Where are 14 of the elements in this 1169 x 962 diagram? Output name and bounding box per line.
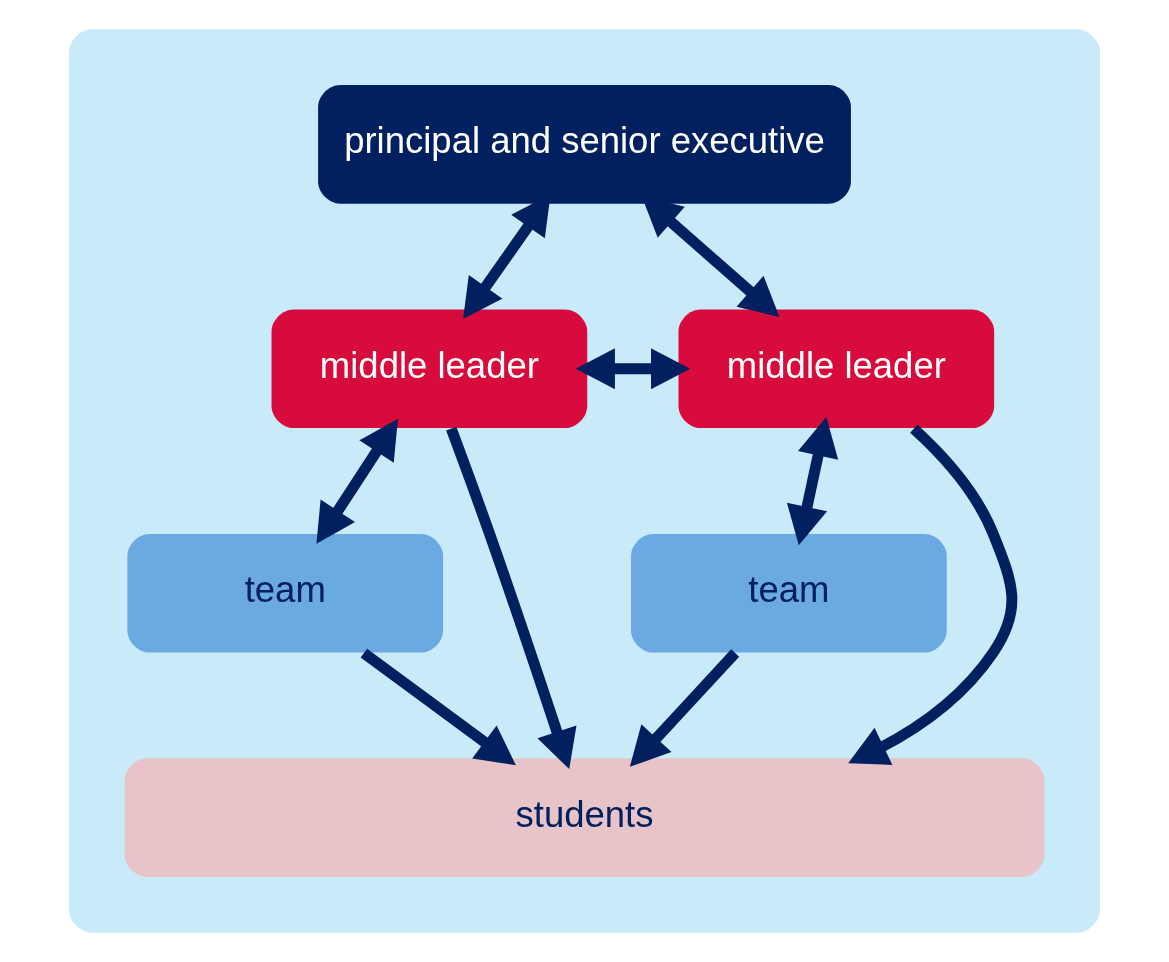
node-box: team <box>127 533 444 653</box>
cluster <box>69 29 1100 933</box>
node-box: middle leader <box>271 309 588 429</box>
node-box: principal and senior executive <box>318 85 851 204</box>
node-box: team <box>631 533 947 653</box>
arrow <box>446 426 577 770</box>
node-box: middle leader <box>678 309 995 429</box>
arrow <box>575 348 691 390</box>
arrow <box>786 417 839 546</box>
arrow <box>360 648 516 766</box>
node-box: students <box>124 758 1045 877</box>
arrow <box>629 649 740 767</box>
arrow <box>316 418 398 544</box>
arrow <box>848 424 1018 765</box>
